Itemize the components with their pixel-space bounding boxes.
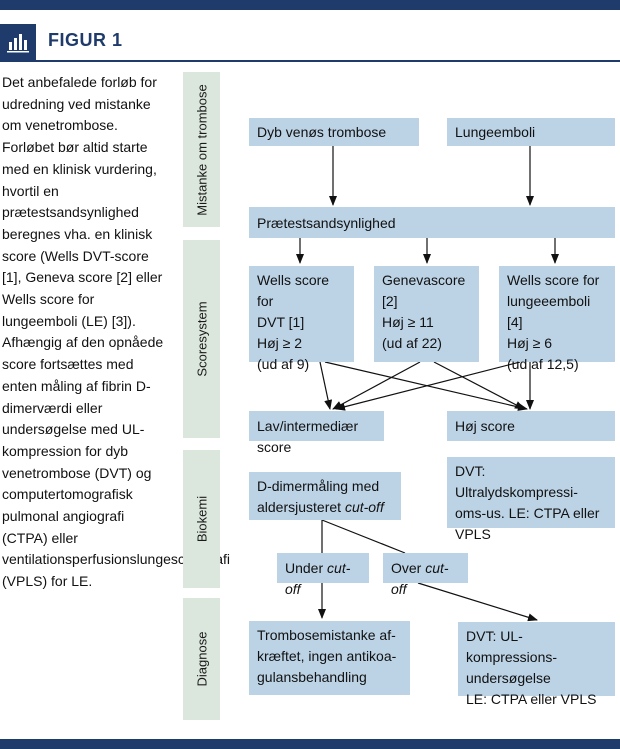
bottom-bar (0, 739, 620, 749)
box-genevascore: Genevascore [2] Høj ≥ 11 (ud af 22) (374, 266, 479, 362)
imaging-line-1: DVT: Ultralydskompressi- (455, 463, 578, 500)
box-lav-intermediaer-score: Lav/intermediær score (249, 411, 384, 455)
wells-dvt-line-4: (ud af 9) (257, 356, 310, 372)
afkraeftet-line-2: kræftet, ingen antikoa- (257, 648, 397, 664)
box-d-dimermaaling: D-dimermåling med aldersjusteret cut-off (249, 472, 401, 520)
ddimer-cutoff: cut-off (344, 499, 384, 515)
afkraeftet-line-3: gulansbehandling (257, 669, 367, 685)
wells-le-line-2: lungeeemboli [4] (507, 293, 591, 330)
figure-caption: Det anbefalede forløb for udredning ved … (2, 74, 231, 590)
arrow-geneva-to-lav (332, 361, 421, 410)
figure-header: FIGUR 1 (0, 24, 620, 62)
box-dyb-venos-trombose: Dyb venøs trombose (249, 118, 419, 146)
over-cutoff: cut-off (391, 560, 449, 597)
bar-chart-icon (0, 24, 36, 60)
band-diagnose: Diagnose (183, 598, 220, 720)
band-mistanke: Mistanke om trombose (183, 72, 220, 227)
box-praetestsandsynlighed: Prætestsandsynlighed (249, 207, 615, 238)
box-hoj-text: Høj score (455, 418, 515, 434)
afkraeftet-line-1: Trombosemistanke af- (257, 627, 396, 643)
diag-imaging-line-3: LE: CTPA eller VPLS (466, 691, 597, 707)
imaging-line-3: VPLS (455, 526, 491, 542)
arrow-wells-le-to-lav (335, 361, 521, 411)
imaging-line-2: oms-us. LE: CTPA eller (455, 505, 600, 521)
box-dyb-venos-trombose-text: Dyb venøs trombose (257, 124, 387, 140)
figure-title: FIGUR 1 (48, 30, 123, 50)
box-diagnose-imaging: DVT: UL-kompressions- undersøgelse LE: C… (458, 622, 615, 707)
geneva-line-4: (ud af 22) (382, 335, 442, 351)
arrow-wells-dvt-to-lav (319, 361, 333, 410)
wells-dvt-line-1: Wells score for (257, 272, 330, 309)
geneva-line-1: Genevascore (382, 272, 466, 288)
under-cutoff: cut-off (285, 560, 351, 597)
under-prefix: Under (285, 560, 328, 576)
arrow-geneva-to-hoj (433, 361, 525, 410)
arrow-over-to-diagnose (417, 582, 538, 622)
band-biokemi: Biokemi (183, 450, 220, 588)
diag-imaging-line-2: undersøgelse (466, 670, 551, 686)
diag-imaging-line-1: DVT: UL-kompressions- (466, 628, 558, 665)
band-scoresystem: Scoresystem (183, 240, 220, 438)
box-wells-dvt: Wells score for DVT [1] Høj ≥ 2 (ud af 9… (249, 266, 354, 372)
ddimer-line-1: D-dimermåling med (257, 478, 380, 494)
box-lungeemboli-text: Lungeemboli (455, 124, 536, 140)
wells-le-line-1: Wells score for (507, 272, 600, 288)
box-under-cutoff: Under cut-off (277, 553, 369, 597)
arrow-ddimer-to-over (321, 519, 406, 554)
geneva-line-2: [2] (382, 293, 398, 309)
ddimer-line-2-prefix: aldersjusteret (257, 499, 345, 515)
box-over-cutoff: Over cut-off (383, 553, 468, 597)
top-bar (0, 0, 620, 10)
wells-le-line-3: Høj ≥ 6 (507, 335, 553, 351)
box-lungeemboli: Lungeemboli (447, 118, 615, 146)
wells-dvt-line-3: Høj ≥ 2 (257, 335, 303, 351)
geneva-line-3: Høj ≥ 11 (382, 314, 434, 330)
box-hoj-score: Høj score (447, 411, 615, 441)
over-prefix: Over (391, 560, 426, 576)
wells-dvt-line-2: DVT [1] (257, 314, 305, 330)
wells-le-line-4: (ud af 12,5) (507, 356, 579, 372)
box-trombosemistanke-afkraeftet: Trombosemistanke af- kræftet, ingen anti… (249, 621, 410, 695)
box-wells-le: Wells score for lungeeemboli [4] Høj ≥ 6… (499, 266, 615, 372)
box-lav-text: Lav/intermediær score (257, 418, 359, 455)
box-praetestsandsynlighed-text: Prætestsandsynlighed (257, 215, 396, 231)
ddimer-line-2: aldersjusteret cut-off (257, 497, 393, 518)
box-imaging-hoj: DVT: Ultralydskompressi- oms-us. LE: CTP… (447, 457, 615, 542)
